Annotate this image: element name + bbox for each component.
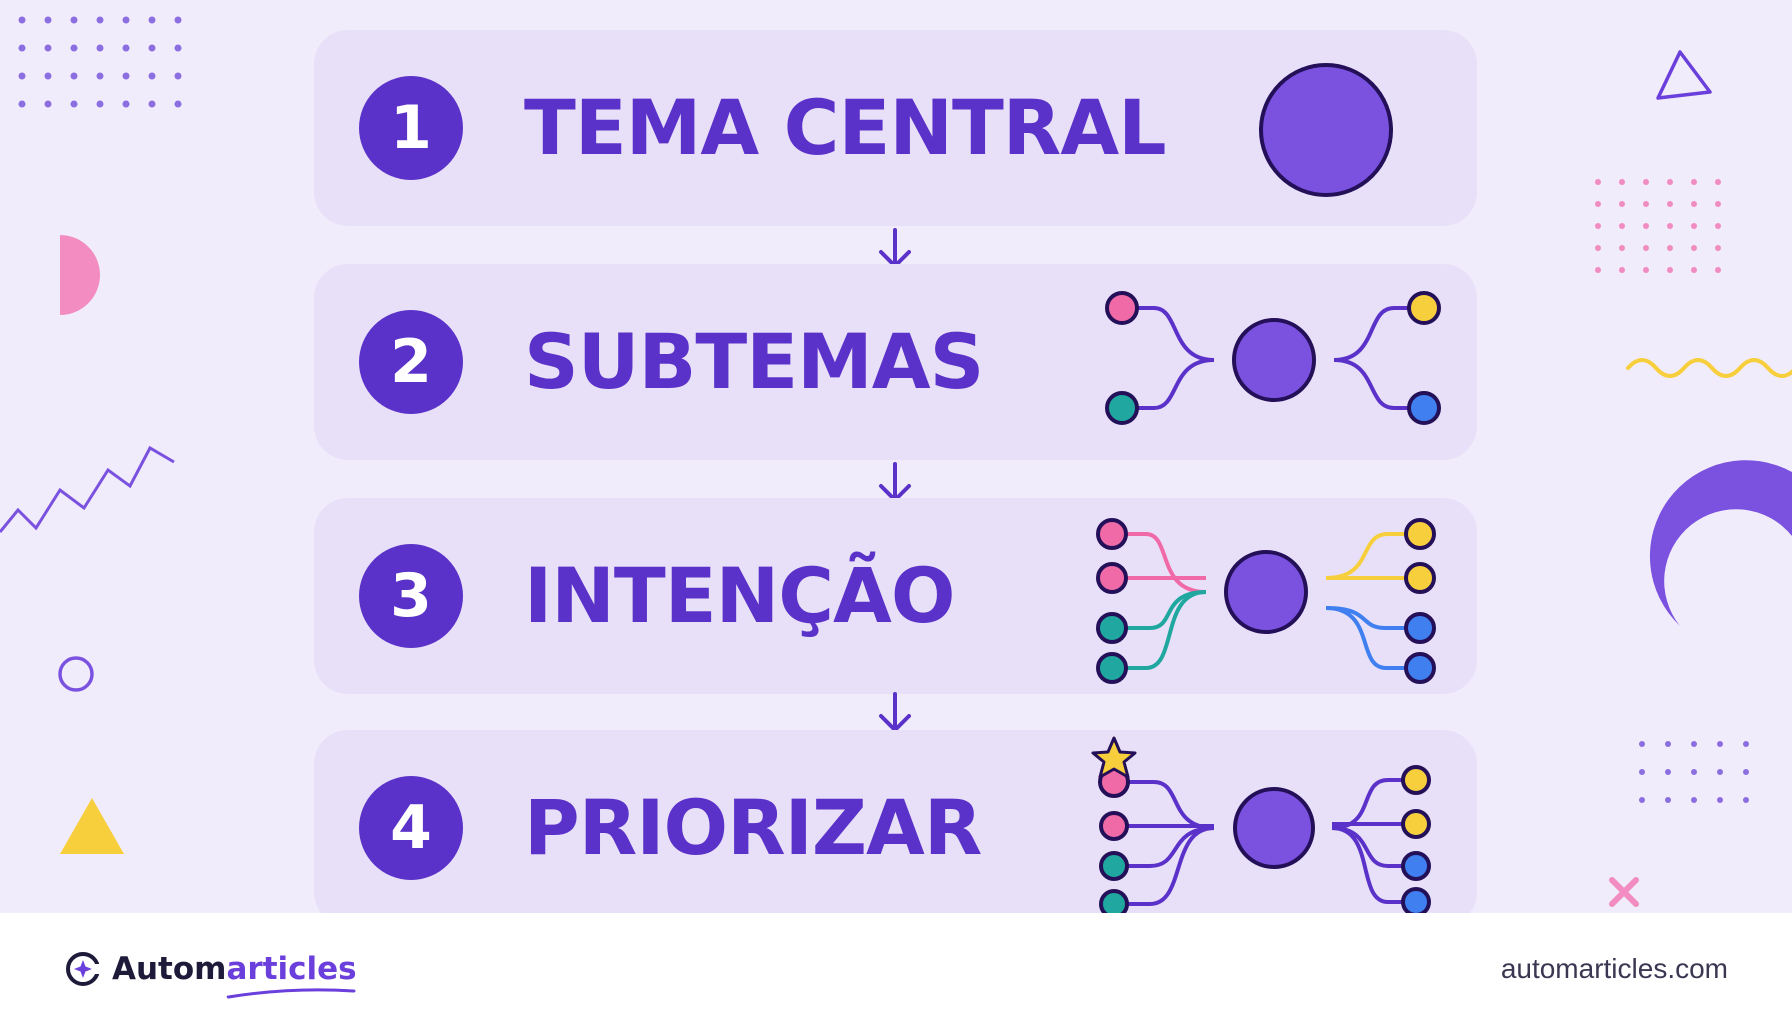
automarticles-logo-icon [66,952,102,986]
brand-underline [227,988,356,999]
dot-grid-purple-right [1639,741,1749,803]
single-node-diagram [1259,63,1393,197]
brand-name-accent: articles [226,951,357,999]
step-title: TEMA CENTRAL [524,83,1167,172]
brand-name-prefix: Autom [112,951,227,987]
step-card-1: 1 TEMA CENTRAL [314,30,1477,226]
dot-grid-pink-right [1595,179,1721,273]
ring-left [58,656,94,692]
step-title: INTENÇÃO [524,551,955,640]
prioritized-branches-diagram [1091,736,1431,913]
star-icon [1091,736,1137,779]
central-node [1259,63,1393,197]
dot-grid-top-left [18,16,182,108]
central-node [1233,787,1315,869]
central-node [1224,550,1308,634]
purple-crescent [1649,460,1792,626]
branch-node-pink [1105,291,1139,325]
hub-branches-diagram [1105,291,1441,425]
step-title: SUBTEMAS [524,317,984,406]
step-card-3: 3 INTENÇÃO [314,498,1477,694]
step-number-badge: 3 [359,544,463,648]
pink-x-icon [1609,877,1639,907]
step-number-badge: 2 [359,310,463,414]
branch-node-blue [1407,391,1441,425]
central-node [1232,318,1316,402]
wavy-line-right [1626,358,1792,378]
colored-branches-diagram [1096,518,1436,684]
website-link[interactable]: automarticles.com [1500,953,1728,984]
infographic-canvas: 1 TEMA CENTRAL 2 SUBTEMAS 3 [0,16,1792,913]
pink-half-circle [60,235,100,315]
step-title: PRIORIZAR [524,783,982,872]
branch-node-yellow [1407,291,1441,325]
decorative-background [0,16,1792,907]
outline-triangle [1656,50,1712,100]
step-card-2: 2 SUBTEMAS [314,264,1477,460]
branch-node-teal [1105,391,1139,425]
zigzag-left [0,445,175,533]
brand-accent-text: articles [226,951,357,987]
step-card-4: 4 PRIORIZAR [314,730,1477,913]
yellow-triangle [60,798,124,854]
step-number-badge: 1 [359,76,463,180]
step-number-badge: 4 [359,776,463,880]
